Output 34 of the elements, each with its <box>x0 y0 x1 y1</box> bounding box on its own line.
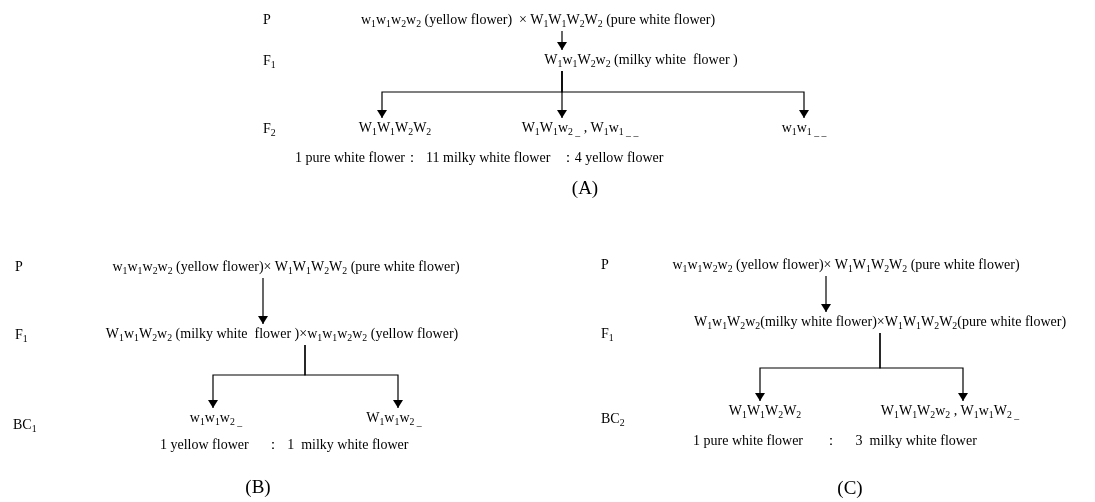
label-text: 1 yellow flower ： 1 milky white flower <box>160 436 409 454</box>
panel-label: (B) <box>245 478 271 496</box>
genotype-text: W$_{1}$w$_{1}$W$_{2}$w$_{2}$ (milky white flower )×w$_{1}$w$_{1}$w$_{2}$w$_{2}$ (yellow flower) <box>105 325 459 343</box>
arrow <box>821 275 831 313</box>
label-text: 1 pure white flower ： 3 milky white flower <box>693 432 977 450</box>
label-text: F$_{1}$ <box>263 52 276 70</box>
label-text: P <box>601 256 609 274</box>
arrow <box>258 277 268 325</box>
label-text: P <box>263 11 271 29</box>
genotype-text: w$_{1}$w$_{1}$w$_{2}$w$_{2}$ (yellow flower)× W$_{1}$W$_{1}$W$_{2}$W$_{2}$ (pure white flower) <box>672 256 1020 274</box>
genotype-text: W$_{1}$W$_{1}$W$_{2}$W$_{2}$ <box>358 119 432 137</box>
genotype-text: W$_{1}$w$_{1}$W$_{2}$w$_{2}$(milky white flower)×W$_{1}$W$_{1}$W$_{2}$W$_{2}$(pure white flower) <box>693 313 1067 331</box>
genotype-text: W$_{1}$W$_{1}$W$_{2}$W$_{2}$ <box>728 402 802 420</box>
panel-label: (A) <box>571 179 599 197</box>
label-text: BC$_{2}$ <box>601 410 625 428</box>
genotype-text: w$_{1}$w$_{1}$w$_{2 _}$ <box>189 409 243 427</box>
arrow <box>561 70 809 119</box>
label-text: F$_{2}$ <box>263 120 276 138</box>
genotype-text: w$_{1}$w$_{1 _ _}$ <box>781 119 827 137</box>
genotype-text: W$_{1}$W$_{1}$W$_{2}$w$_{2}$ , W$_{1}$w$_{1}$W$_{2 _}$ <box>880 402 1020 420</box>
genotype-text: W$_{1}$w$_{1}$W$_{2}$w$_{2}$ (milky white flower ) <box>544 51 738 69</box>
genotype-text: W$_{1}$w$_{1}$w$_{2 _}$ <box>366 409 422 427</box>
arrow <box>879 332 968 402</box>
label-text: BC$_{1}$ <box>13 416 37 434</box>
genotype-text: w$_{1}$w$_{1}$w$_{2}$w$_{2}$ (yellow flower)× W$_{1}$W$_{1}$W$_{2}$W$_{2}$ (pure white flower) <box>112 258 460 276</box>
label-text: 1 pure white flower： 11 milky white flower ：4 yellow flower <box>295 149 664 167</box>
label-text: P <box>15 258 23 276</box>
arrow <box>304 344 403 409</box>
label-text: F$_{1}$ <box>15 326 28 344</box>
genotype-text: W$_{1}$W$_{1}$w$_{2 _}$ , W$_{1}$w$_{1 _ _}$ <box>521 119 639 137</box>
genotype-text: w$_{1}$w$_{1}$w$_{2}$w$_{2}$ (yellow flower) × W$_{1}$W$_{1}$W$_{2}$W$_{2}$ (pure white flower) <box>360 11 716 29</box>
arrow <box>557 30 567 51</box>
panel-label: (C) <box>837 479 863 497</box>
label-text: F$_{1}$ <box>601 325 614 343</box>
